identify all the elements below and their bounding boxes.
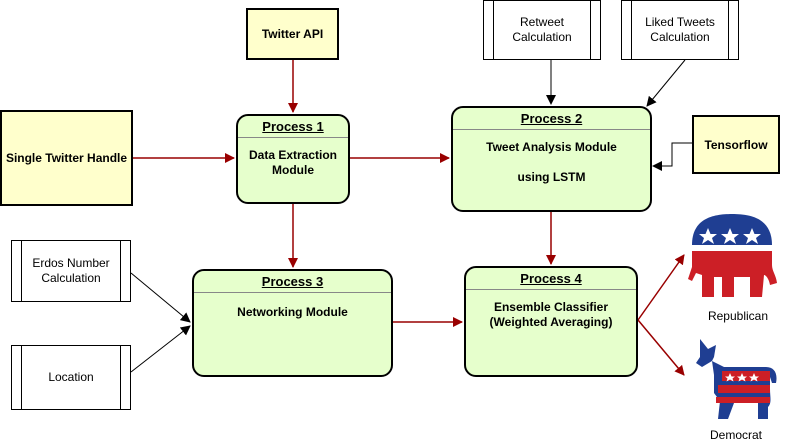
process-2: Process 2 Tweet Analysis Module using LS… xyxy=(451,106,652,212)
democrat-label: Democrat xyxy=(709,428,762,442)
process-2-line-3: using LSTM xyxy=(517,170,586,184)
single-twitter-handle-label: Single Twitter Handle xyxy=(5,151,128,165)
process-2-line-1: Tweet Analysis Module xyxy=(486,140,617,154)
democrat-donkey-icon xyxy=(696,339,777,419)
edge-location-p3 xyxy=(130,325,191,373)
process-1-divider xyxy=(238,137,348,138)
process-4-line-2: (Weighted Averaging) xyxy=(489,315,613,329)
liked-tweets-calculation-store: Liked Tweets Calculation xyxy=(621,0,739,60)
process-4: Process 4 Ensemble Classifier (Weighted … xyxy=(464,266,638,377)
edge-p4-democrat xyxy=(637,319,685,376)
location-store: Location xyxy=(11,345,131,410)
retweet-calculation-store: Retweet Calculation xyxy=(483,0,601,60)
process-4-divider xyxy=(466,289,636,290)
tensorflow-label: Tensorflow xyxy=(704,137,768,152)
edge-tensorflow-p2 xyxy=(652,142,692,171)
republican-label: Republican xyxy=(707,309,769,323)
process-2-line-2 xyxy=(457,155,646,170)
erdos-number-store: Erdos Number Calculation xyxy=(11,240,131,302)
liked-tweets-line-2: Calculation xyxy=(650,30,710,44)
erdos-line-2: Calculation xyxy=(41,271,101,285)
process-3: Process 3 Networking Module xyxy=(192,269,393,377)
single-twitter-handle-entity: Single Twitter Handle xyxy=(0,110,133,206)
process-1-line-2: Module xyxy=(272,163,314,177)
process-1-line-1: Data Extraction xyxy=(248,148,338,162)
republican-elephant-icon xyxy=(688,214,777,297)
process-2-divider xyxy=(453,129,650,130)
retweet-line-1: Retweet xyxy=(519,15,565,29)
edge-liked-p2 xyxy=(646,59,686,107)
liked-tweets-line-1: Liked Tweets xyxy=(645,15,715,29)
process-3-title: Process 3 xyxy=(261,274,324,289)
twitter-api-label: Twitter API xyxy=(261,27,324,41)
erdos-line-1: Erdos Number xyxy=(32,256,110,270)
location-label: Location xyxy=(48,370,94,384)
process-1: Process 1 Data Extraction Module xyxy=(236,114,350,204)
twitter-api-entity: Twitter API xyxy=(246,8,339,60)
edge-erdos-p3 xyxy=(130,272,191,323)
process-3-line-1: Networking Module xyxy=(237,305,348,319)
retweet-line-2: Calculation xyxy=(512,30,572,44)
process-3-divider xyxy=(194,292,391,293)
process-2-title: Process 2 xyxy=(520,111,583,126)
process-4-title: Process 4 xyxy=(520,271,582,286)
edge-p4-republican xyxy=(637,254,685,321)
process-1-title: Process 1 xyxy=(262,119,324,134)
process-4-line-1: Ensemble Classifier xyxy=(493,300,609,314)
tensorflow-entity: Tensorflow xyxy=(692,115,780,174)
